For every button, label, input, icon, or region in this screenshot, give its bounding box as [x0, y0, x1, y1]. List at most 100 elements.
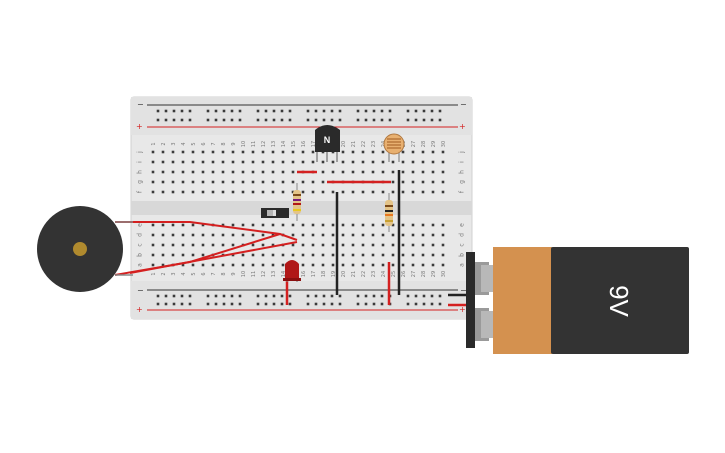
- rail-hole[interactable]: [380, 118, 384, 122]
- breadboard-hole[interactable]: [361, 253, 365, 257]
- breadboard-hole[interactable]: [241, 160, 245, 164]
- breadboard-hole[interactable]: [191, 180, 195, 184]
- rail-hole[interactable]: [206, 294, 210, 298]
- breadboard-hole[interactable]: [411, 253, 415, 257]
- rail-hole[interactable]: [206, 302, 210, 306]
- rail-hole[interactable]: [422, 118, 426, 122]
- breadboard-hole[interactable]: [271, 150, 275, 154]
- breadboard-hole[interactable]: [231, 160, 235, 164]
- rail-hole[interactable]: [156, 302, 160, 306]
- breadboard-hole[interactable]: [391, 180, 395, 184]
- rail-hole[interactable]: [180, 109, 184, 113]
- breadboard-hole[interactable]: [271, 243, 275, 247]
- breadboard-hole[interactable]: [221, 223, 225, 227]
- rail-hole[interactable]: [180, 302, 184, 306]
- breadboard-hole[interactable]: [341, 253, 345, 257]
- breadboard-hole[interactable]: [391, 233, 395, 237]
- rail-hole[interactable]: [172, 118, 176, 122]
- breadboard-hole[interactable]: [161, 263, 165, 267]
- breadboard-hole[interactable]: [371, 223, 375, 227]
- breadboard-hole[interactable]: [421, 243, 425, 247]
- rail-hole[interactable]: [338, 118, 342, 122]
- breadboard-hole[interactable]: [361, 150, 365, 154]
- breadboard-hole[interactable]: [431, 160, 435, 164]
- breadboard-hole[interactable]: [321, 190, 325, 194]
- breadboard-hole[interactable]: [371, 243, 375, 247]
- rail-hole[interactable]: [214, 109, 218, 113]
- breadboard-hole[interactable]: [371, 160, 375, 164]
- breadboard-hole[interactable]: [151, 180, 155, 184]
- rail-hole[interactable]: [380, 109, 384, 113]
- breadboard-hole[interactable]: [151, 170, 155, 174]
- breadboard-hole[interactable]: [331, 243, 335, 247]
- rail-hole[interactable]: [230, 302, 234, 306]
- breadboard-hole[interactable]: [391, 253, 395, 257]
- breadboard-hole[interactable]: [331, 253, 335, 257]
- breadboard-hole[interactable]: [161, 243, 165, 247]
- breadboard-hole[interactable]: [201, 150, 205, 154]
- rail-hole[interactable]: [356, 109, 360, 113]
- rail-hole[interactable]: [256, 109, 260, 113]
- rail-hole[interactable]: [356, 302, 360, 306]
- breadboard-hole[interactable]: [321, 263, 325, 267]
- breadboard-hole[interactable]: [241, 233, 245, 237]
- breadboard-hole[interactable]: [301, 253, 305, 257]
- npn-transistor[interactable]: N: [315, 125, 340, 162]
- rail-hole[interactable]: [280, 118, 284, 122]
- rail-hole[interactable]: [288, 294, 292, 298]
- breadboard-hole[interactable]: [391, 170, 395, 174]
- breadboard-hole[interactable]: [331, 263, 335, 267]
- breadboard-hole[interactable]: [251, 190, 255, 194]
- breadboard-hole[interactable]: [221, 160, 225, 164]
- breadboard-hole[interactable]: [201, 180, 205, 184]
- breadboard-hole[interactable]: [291, 223, 295, 227]
- breadboard-hole[interactable]: [361, 170, 365, 174]
- breadboard-hole[interactable]: [361, 190, 365, 194]
- breadboard-hole[interactable]: [271, 253, 275, 257]
- breadboard-hole[interactable]: [381, 150, 385, 154]
- rail-hole[interactable]: [280, 294, 284, 298]
- breadboard-hole[interactable]: [171, 243, 175, 247]
- rail-hole[interactable]: [238, 118, 242, 122]
- rail-hole[interactable]: [414, 294, 418, 298]
- breadboard-hole[interactable]: [391, 243, 395, 247]
- breadboard-hole[interactable]: [381, 190, 385, 194]
- breadboard-hole[interactable]: [411, 233, 415, 237]
- breadboard-hole[interactable]: [261, 243, 265, 247]
- breadboard-hole[interactable]: [371, 170, 375, 174]
- breadboard-hole[interactable]: [371, 263, 375, 267]
- breadboard-hole[interactable]: [271, 263, 275, 267]
- breadboard-hole[interactable]: [241, 180, 245, 184]
- breadboard-hole[interactable]: [351, 253, 355, 257]
- breadboard-hole[interactable]: [251, 223, 255, 227]
- breadboard-hole[interactable]: [401, 243, 405, 247]
- breadboard-hole[interactable]: [431, 190, 435, 194]
- breadboard-hole[interactable]: [441, 170, 445, 174]
- rail-hole[interactable]: [422, 294, 426, 298]
- rail-hole[interactable]: [314, 109, 318, 113]
- breadboard-hole[interactable]: [271, 160, 275, 164]
- rail-hole[interactable]: [172, 302, 176, 306]
- breadboard-hole[interactable]: [231, 223, 235, 227]
- rail-hole[interactable]: [356, 118, 360, 122]
- rail-hole[interactable]: [314, 118, 318, 122]
- breadboard-hole[interactable]: [351, 150, 355, 154]
- breadboard-hole[interactable]: [301, 150, 305, 154]
- breadboard-hole[interactable]: [221, 243, 225, 247]
- breadboard-hole[interactable]: [181, 160, 185, 164]
- breadboard-hole[interactable]: [381, 243, 385, 247]
- rail-hole[interactable]: [372, 294, 376, 298]
- rail-hole[interactable]: [306, 109, 310, 113]
- breadboard-hole[interactable]: [181, 263, 185, 267]
- breadboard-hole[interactable]: [431, 170, 435, 174]
- breadboard-hole[interactable]: [311, 160, 315, 164]
- breadboard-hole[interactable]: [351, 233, 355, 237]
- breadboard-hole[interactable]: [281, 150, 285, 154]
- breadboard-hole[interactable]: [191, 233, 195, 237]
- breadboard-hole[interactable]: [311, 253, 315, 257]
- breadboard-hole[interactable]: [351, 243, 355, 247]
- breadboard-hole[interactable]: [321, 223, 325, 227]
- rail-hole[interactable]: [430, 294, 434, 298]
- breadboard-hole[interactable]: [261, 190, 265, 194]
- resistor[interactable]: [385, 193, 393, 232]
